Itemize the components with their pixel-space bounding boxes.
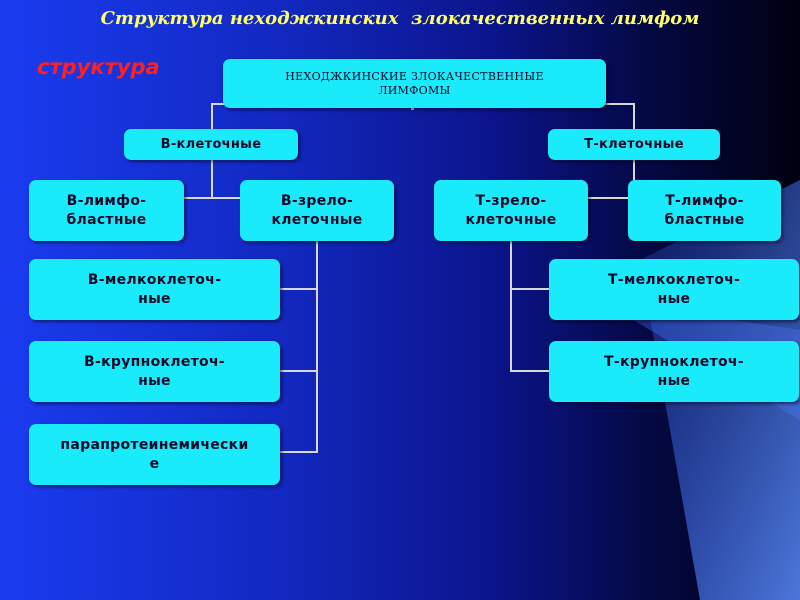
- node-b-cell: В-клеточные: [124, 129, 298, 160]
- node-t-mature-cell: Т-зрело- клеточные: [434, 180, 588, 241]
- node-b-mature-cell-label: В-зрело- клеточные: [271, 192, 363, 228]
- connector-b-large: [280, 370, 318, 372]
- connector-b-paraprotein: [280, 451, 318, 453]
- connector-b-cell-bar: [183, 197, 240, 199]
- connector-to-b-cell: [211, 103, 213, 129]
- node-b-large-cell: В-крупноклеточ- ные: [29, 341, 280, 402]
- connector-b-cell-down: [211, 160, 213, 199]
- slide-subtitle: структура: [37, 55, 160, 79]
- node-t-small-cell-label: Т-мелкоклеточ- ные: [607, 271, 741, 307]
- node-b-lymphoblastic-label: В-лимфо- бластные: [66, 192, 147, 228]
- node-t-lymphoblastic: Т-лимфо- бластные: [628, 180, 781, 241]
- slide-title: Структура неходжкинских злокачественных …: [100, 8, 700, 29]
- connector-t-mature-trunk: [510, 240, 512, 372]
- connector-t-cell-bar: [588, 197, 628, 199]
- node-t-lymphoblastic-label: Т-лимфо- бластные: [664, 192, 745, 228]
- connector-t-cell-down: [633, 160, 635, 199]
- node-b-large-cell-label: В-крупноклеточ- ные: [84, 353, 225, 389]
- node-t-mature-cell-label: Т-зрело- клеточные: [465, 192, 557, 228]
- node-t-large-cell: Т-крупноклеточ- ные: [549, 341, 799, 402]
- node-root-label: НЕХОДЖКИНСКИЕ ЗЛОКАЧЕСТВЕННЫЕ ЛИМФОМЫ: [285, 69, 544, 97]
- node-t-small-cell: Т-мелкоклеточ- ные: [549, 259, 799, 320]
- node-b-small-cell: В-мелкоклеточ- ные: [29, 259, 280, 320]
- connector-t-small: [510, 288, 550, 290]
- connector-b-small: [280, 288, 318, 290]
- connector-to-t-cell: [633, 103, 635, 129]
- node-b-cell-label: В-клеточные: [160, 137, 262, 152]
- node-b-small-cell-label: В-мелкоклеточ- ные: [87, 271, 222, 307]
- connector-b-mature-trunk: [316, 240, 318, 453]
- node-b-mature-cell: В-зрело- клеточные: [240, 180, 394, 241]
- node-b-paraproteinemic: парапротеинемически е: [29, 424, 280, 485]
- connector-root-trunk: [411, 108, 414, 110]
- connector-t-large: [510, 370, 550, 372]
- node-t-cell: Т-клеточные: [548, 129, 720, 160]
- node-root-non-hodgkin-lymphomas: НЕХОДЖКИНСКИЕ ЗЛОКАЧЕСТВЕННЫЕ ЛИМФОМЫ: [223, 59, 606, 108]
- node-b-lymphoblastic: В-лимфо- бластные: [29, 180, 184, 241]
- node-b-paraproteinemic-label: парапротеинемически е: [60, 436, 249, 472]
- node-t-cell-label: Т-клеточные: [584, 137, 684, 152]
- node-t-large-cell-label: Т-крупноклеточ- ные: [604, 353, 744, 389]
